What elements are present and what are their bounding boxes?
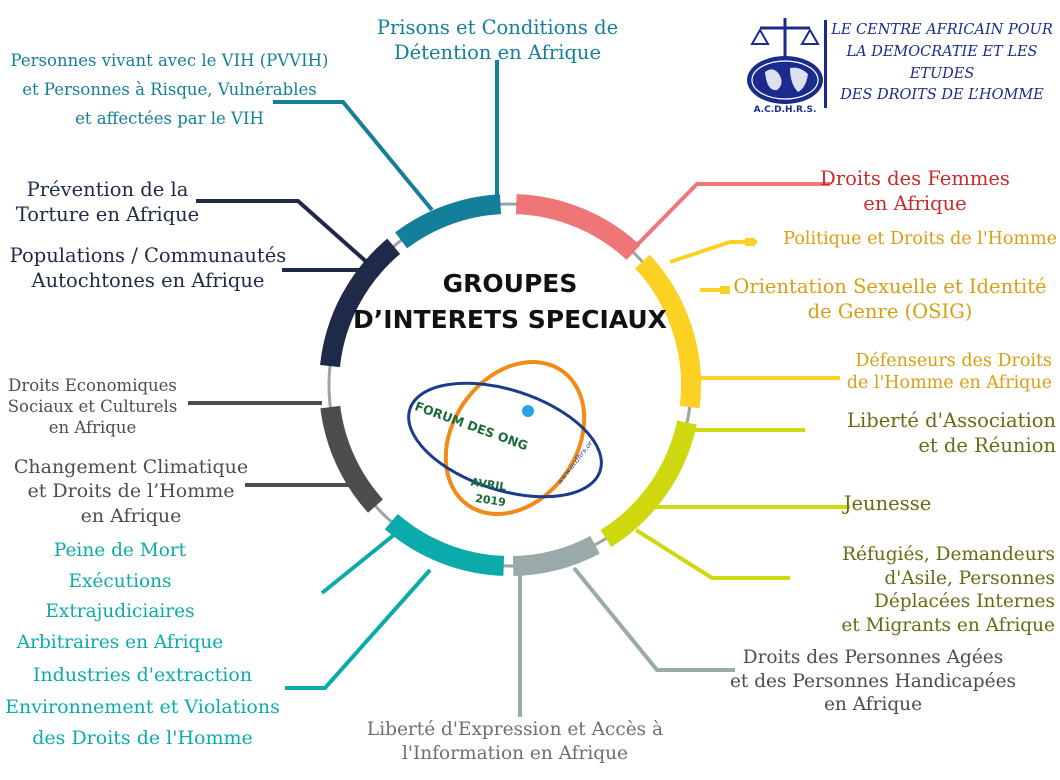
group-label-association: Liberté d'Association et de Réunion <box>847 409 1056 457</box>
group-label-refugies: Réfugiés, Demandeurs d'Asile, Personnes … <box>841 544 1055 637</box>
group-label-autochtones: Populations / Communautés Autochtones en… <box>9 244 287 292</box>
ring-segment-2 <box>634 254 702 409</box>
connector-cap-1 <box>720 286 730 294</box>
globe-grid-icon <box>751 60 819 100</box>
org-logo-emblem: A.C.D.H.R.S. <box>747 18 823 115</box>
group-label-climat: Changement Climatique et Droits de l’Hom… <box>13 456 249 527</box>
ring-segment-7 <box>320 238 401 368</box>
group-label-industries: Industries d'extraction Environnement et… <box>5 664 280 750</box>
forum-date-month: AVRIL <box>470 476 507 494</box>
forum-title: FORUM DES ONG <box>413 398 530 453</box>
connector-line-11 <box>634 528 790 580</box>
forum-url: www.acdhrs.org <box>556 435 598 486</box>
group-label-defenseurs: Défenseurs des Droits de l'Homme en Afri… <box>846 351 1052 394</box>
forum-blue-orbit <box>407 381 603 499</box>
globe-icon <box>747 56 823 104</box>
forum-date-year: 2019 <box>474 492 506 509</box>
group-label-pvvih: Personnes vivant avec le VIH (PVVIH) et … <box>10 51 329 128</box>
ring-segment-5 <box>384 513 505 576</box>
group-label-politique: Politique et Droits de l'Homme <box>783 229 1057 249</box>
connector-line-8 <box>285 568 432 690</box>
org-divider <box>824 20 827 108</box>
connector-line-10 <box>572 566 735 672</box>
connector-cap-2 <box>745 238 755 246</box>
group-label-peine: Peine de Mort Exécutions Extrajudiciaire… <box>16 540 224 654</box>
group-label-jeunesse: Jeunesse <box>843 492 932 515</box>
connector-line-16 <box>669 240 757 264</box>
center-title: GROUPES D’INTERETS SPECIAUX <box>353 269 667 335</box>
scales-pans-icon <box>750 27 820 45</box>
forum-orange-orbit <box>443 359 587 517</box>
globe-continents-icon <box>765 67 808 92</box>
ring-segment-4 <box>512 535 600 576</box>
ring-segment-8 <box>395 194 502 249</box>
group-label-agees: Droits des Personnes Agées et des Person… <box>729 647 1017 716</box>
org-acronym: A.C.D.H.R.S. <box>754 105 817 115</box>
ring-segment-6 <box>320 405 384 513</box>
group-label-prisons: Prisons et Conditions de Détention en Af… <box>376 16 619 64</box>
ring-segment-1 <box>515 194 641 261</box>
connector-line-7 <box>320 528 402 595</box>
connector-line-3 <box>196 199 372 267</box>
group-label-desc: Droits Economiques Sociaux et Culturels … <box>7 376 178 438</box>
connector-line-2 <box>273 100 434 212</box>
ring-segment-3 <box>600 420 697 547</box>
group-label-expression: Liberté d'Expression et Accès à l'Inform… <box>366 719 664 764</box>
org-name: LE CENTRE AFRICAIN POUR LA DEMOCRATIE ET… <box>831 22 1053 104</box>
connector-line-17 <box>635 182 830 247</box>
forum-dot-icon <box>522 405 534 417</box>
group-label-torture: Prévention de la Torture en Afrique <box>15 178 200 226</box>
group-label-femmes: Droits des Femmes en Afrique <box>820 167 1010 215</box>
group-label-osig: Orientation Sexuelle et Identité de Genr… <box>733 275 1047 323</box>
